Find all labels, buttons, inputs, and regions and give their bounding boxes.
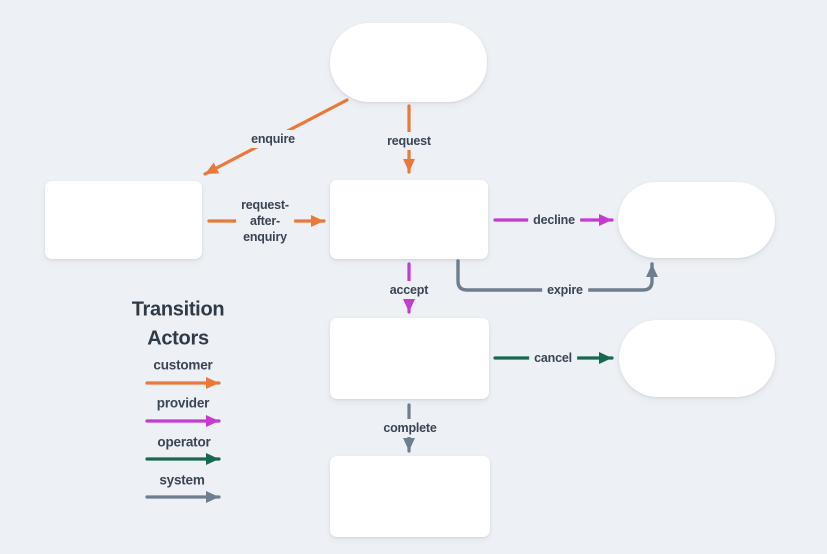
transition-label-expire: expire (542, 281, 588, 299)
transition-label-enquire: enquire (246, 130, 300, 148)
transition-label-request-after-enquiry: request- after- enquiry (236, 196, 294, 246)
node-stadium-start (330, 23, 487, 102)
legend-item-provider: provider (156, 395, 210, 411)
transition-label-request: request (382, 132, 436, 150)
legend-title-line1: Transition (131, 298, 225, 321)
transition-label-decline: decline (528, 211, 580, 229)
legend-title-line2: Actors (147, 327, 209, 350)
node-rect-left (45, 181, 202, 259)
node-stadium-right-bottom (619, 320, 775, 397)
node-stadium-right-top (618, 182, 775, 258)
transition-label-accept: accept (384, 281, 434, 299)
transition-label-complete: complete (378, 419, 442, 437)
transition-label-cancel: cancel (529, 349, 577, 367)
legend-item-customer: customer (153, 357, 213, 373)
legend-item-operator: operator (157, 434, 211, 450)
transition-label-line: after- (249, 214, 281, 228)
node-rect-middle (330, 180, 488, 259)
node-rect-bottom (330, 456, 490, 537)
legend-item-system: system (159, 472, 205, 488)
transition-label-line: enquiry (243, 230, 287, 244)
node-rect-center (330, 318, 489, 399)
transition-label-line: request- (241, 198, 289, 212)
